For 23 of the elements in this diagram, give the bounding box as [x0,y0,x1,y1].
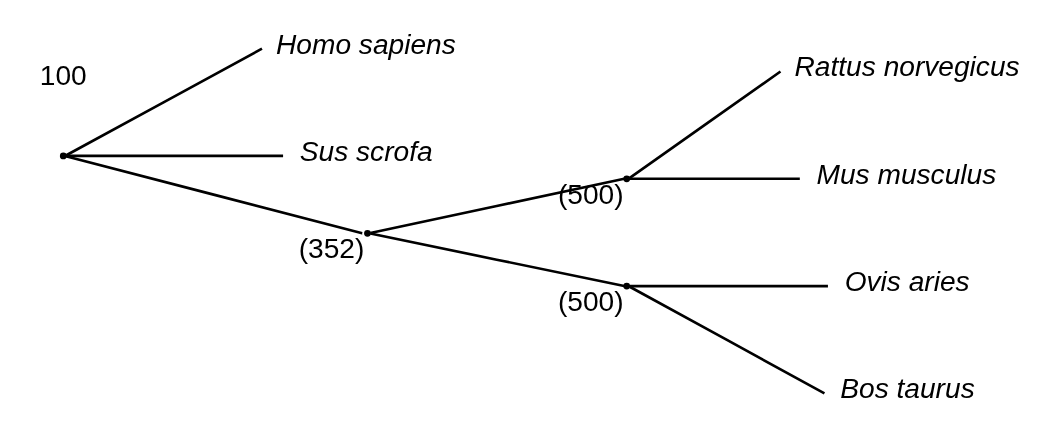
node-text: Sus scrofa [299,135,433,167]
node-point [623,175,631,183]
connector [629,177,800,181]
node-point [623,282,631,290]
connector [629,284,828,288]
node-text: Homo sapiens [276,28,456,60]
connector [66,154,284,158]
node-label: (500) [557,178,624,210]
connector [65,154,363,235]
node-text: Ovis aries [844,265,970,297]
connector [629,285,826,395]
node-text: Bos taurus [840,373,975,405]
node-text: Rattus norvegicus [794,51,1020,83]
label: 100 [39,60,87,92]
connector [65,47,263,157]
node-label: (352) [298,233,365,265]
node-text: Mus musculus [816,158,997,190]
node-point [364,229,371,237]
connector [370,177,625,235]
connector [370,232,625,288]
node-point [59,152,67,160]
node-label: (500) [557,286,624,318]
connector [628,70,782,180]
